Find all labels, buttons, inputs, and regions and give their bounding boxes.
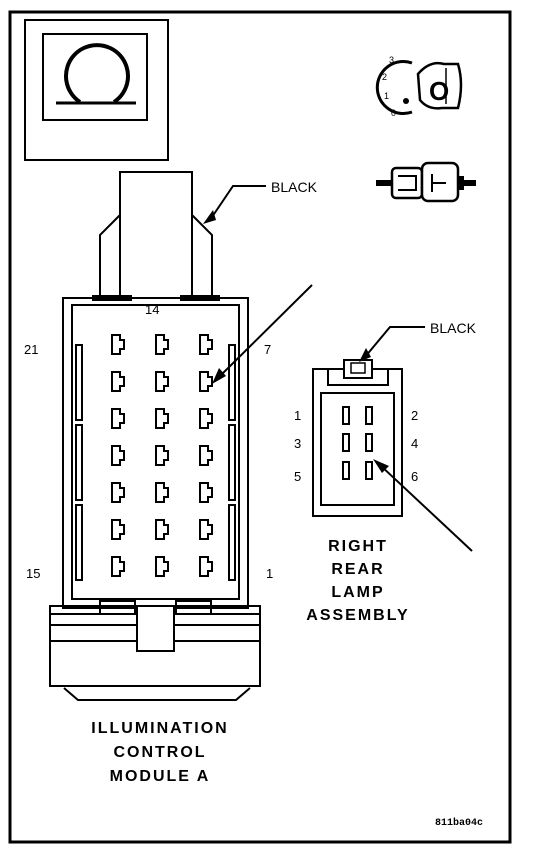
- module-pin-14-label: 14: [145, 302, 159, 317]
- module-pin-21-label: 21: [24, 342, 38, 357]
- lamp-assembly-title: RIGHT REAR LAMP ASSEMBLY: [306, 538, 409, 624]
- module-pin-cavities: [111, 334, 213, 577]
- module-pin-cavity: [155, 482, 169, 503]
- key-label: O: [429, 76, 449, 106]
- lamp-title-line-2: REAR: [331, 561, 384, 578]
- module-cavity-pointer-arrow: [217, 284, 313, 379]
- lamp-pin-cavity: [365, 461, 373, 480]
- lamp-pin-cavity: [342, 406, 350, 425]
- module-pin-cavity: [111, 556, 125, 577]
- lamp-pin-1-label: 1: [294, 408, 301, 423]
- module-title-line-3: MODULE A: [110, 768, 211, 785]
- module-pin-cavity: [199, 445, 213, 466]
- lamp-pin-5-label: 5: [294, 469, 301, 484]
- power-symbol-icon: [64, 43, 130, 104]
- lamp-pin-4-label: 4: [411, 436, 418, 451]
- module-pin-cavity: [111, 408, 125, 429]
- module-title-line-1: ILLUMINATION: [91, 720, 228, 737]
- key-position-3: 3: [389, 55, 394, 65]
- lamp-assembly-connector: [312, 359, 403, 517]
- key-position-1: 1: [384, 91, 389, 101]
- module-pin-15-label: 15: [26, 566, 40, 581]
- module-pin-cavity: [111, 482, 125, 503]
- figure-code: 811ba04c: [435, 817, 483, 829]
- module-pin-cavity: [199, 408, 213, 429]
- lamp-pin-cavity: [365, 433, 373, 452]
- lamp-title-line-3: LAMP: [331, 584, 384, 601]
- illumination-control-module-connector: [49, 171, 261, 701]
- module-title: ILLUMINATION CONTROL MODULE A: [91, 720, 228, 785]
- module-pin-1-label: 1: [266, 566, 273, 581]
- module-pin-cavity: [199, 482, 213, 503]
- module-wire-leader: [209, 185, 266, 221]
- module-pin-cavity: [111, 334, 125, 355]
- module-pin-cavity: [111, 519, 125, 540]
- module-wire-color-label: BLACK: [271, 179, 318, 195]
- module-pin-cavity: [199, 334, 213, 355]
- diagram-border: [8, 10, 512, 844]
- module-pin-cavity: [111, 371, 125, 392]
- ignition-key-icon: 3 2 1 0 O: [375, 55, 463, 118]
- module-pin-cavity: [155, 445, 169, 466]
- lamp-title-line-4: ASSEMBLY: [306, 607, 409, 624]
- module-pin-cavity: [155, 334, 169, 355]
- lamp-pin-cavity: [342, 433, 350, 452]
- key-position-2: 2: [382, 72, 387, 82]
- lamp-wire-leader: [364, 326, 425, 358]
- lamp-title-line-1: RIGHT: [328, 538, 388, 555]
- connector-icon: [376, 161, 476, 203]
- lamp-pin-2-label: 2: [411, 408, 418, 423]
- module-pin-cavity: [155, 408, 169, 429]
- module-pin-7-label: 7: [264, 342, 271, 357]
- module-pin-cavity: [199, 371, 213, 392]
- lamp-cavity-pointer-arrow: [379, 464, 473, 552]
- module-pin-cavity: [111, 445, 125, 466]
- lamp-wire-color-label: BLACK: [430, 320, 477, 336]
- module-pin-cavity: [155, 556, 169, 577]
- module-title-line-2: CONTROL: [113, 744, 206, 761]
- lamp-pin-cavity: [365, 406, 373, 425]
- lamp-pin-6-label: 6: [411, 469, 418, 484]
- module-pin-cavity: [155, 371, 169, 392]
- module-pin-cavity: [199, 556, 213, 577]
- module-pin-cavity: [199, 519, 213, 540]
- module-pin-cavity: [155, 519, 169, 540]
- lamp-pin-3-label: 3: [294, 436, 301, 451]
- lamp-pin-cavity: [342, 461, 350, 480]
- ignition-off-symbol: [24, 19, 169, 161]
